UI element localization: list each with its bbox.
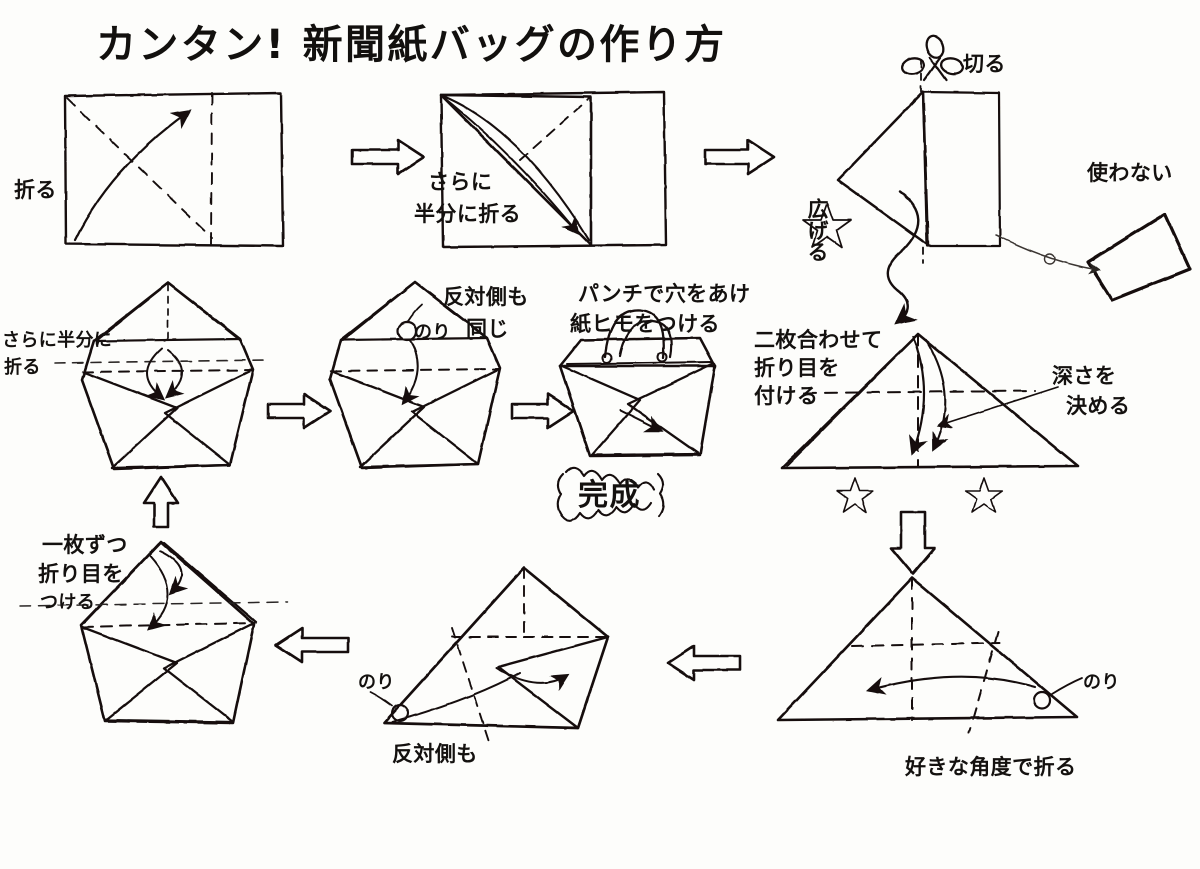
label-crease-one-line3: つける	[40, 592, 96, 613]
label-fold-half-more-line2: 折る	[4, 357, 41, 378]
arrow-step5-to-step6	[666, 644, 742, 682]
label-glue-step9: のり	[414, 322, 451, 343]
label-cut: 切る	[963, 52, 1006, 76]
label-decide-depth-line1: 深さを	[1052, 364, 1117, 388]
step-5-diagram	[776, 576, 1083, 734]
step-10-diagram	[556, 308, 717, 522]
label-fold-half-again-line1: さらに	[428, 170, 493, 194]
label-punch-holes-line2: 紙ヒモをつける	[570, 312, 720, 336]
label-other-side-too: 反対側も	[392, 742, 478, 766]
label-complete: 完成	[578, 478, 641, 513]
glue-dot-icon	[1032, 690, 1052, 710]
label-glue-step5: のり	[1083, 672, 1120, 693]
arrow-step9-to-step10	[510, 392, 576, 430]
label-fold-half-more-line1: さらに半分に	[2, 330, 113, 351]
step-8-diagram	[54, 281, 269, 471]
page-title: カンタン! 新聞紙バッグの作り方	[96, 22, 727, 68]
arrow-step2-to-step3	[703, 138, 776, 176]
step-1-diagram	[63, 91, 285, 248]
step-3-diagram	[802, 59, 1192, 326]
step-2-diagram	[439, 90, 668, 249]
label-match-two-sheets-line3: 付ける	[754, 384, 819, 408]
label-match-two-sheets-line1: 二枚合わせて	[754, 328, 883, 352]
label-match-two-sheets-line2: 折り目を	[754, 356, 840, 380]
label-spread-open: 広げる	[805, 198, 830, 263]
label-other-side-same-line2: 同じ	[466, 317, 509, 341]
arrow-step1-to-step2	[350, 138, 426, 176]
label-fold: 折る	[14, 178, 57, 202]
label-crease-one-line2: 折り目を	[38, 562, 124, 586]
arrow-step8-to-step9	[266, 392, 332, 430]
step-7-diagram	[19, 540, 289, 725]
label-crease-one-line1: 一枚ずつ	[42, 533, 128, 557]
label-fold-any-angle: 好きな角度で折る	[905, 755, 1077, 779]
step-4-diagram	[780, 332, 1080, 513]
scissors-icon	[900, 35, 965, 82]
step-6-diagram	[369, 566, 610, 743]
glue-dot-icon	[390, 703, 410, 723]
label-fold-half-again-line2: 半分に折る	[414, 202, 522, 226]
label-punch-holes-line1: パンチで穴をあけ	[578, 282, 751, 306]
arrow-step7-to-step8	[142, 475, 180, 529]
step-9-diagram	[328, 280, 502, 470]
label-not-used: 使わない	[1087, 161, 1173, 185]
label-other-side-same-line1: 反対側も	[443, 285, 529, 309]
label-decide-depth-line2: 決める	[1066, 394, 1131, 418]
label-glue-step6: のり	[358, 672, 395, 693]
arrow-step4-to-step5	[889, 510, 937, 576]
arrow-step6-to-step7	[274, 626, 350, 664]
